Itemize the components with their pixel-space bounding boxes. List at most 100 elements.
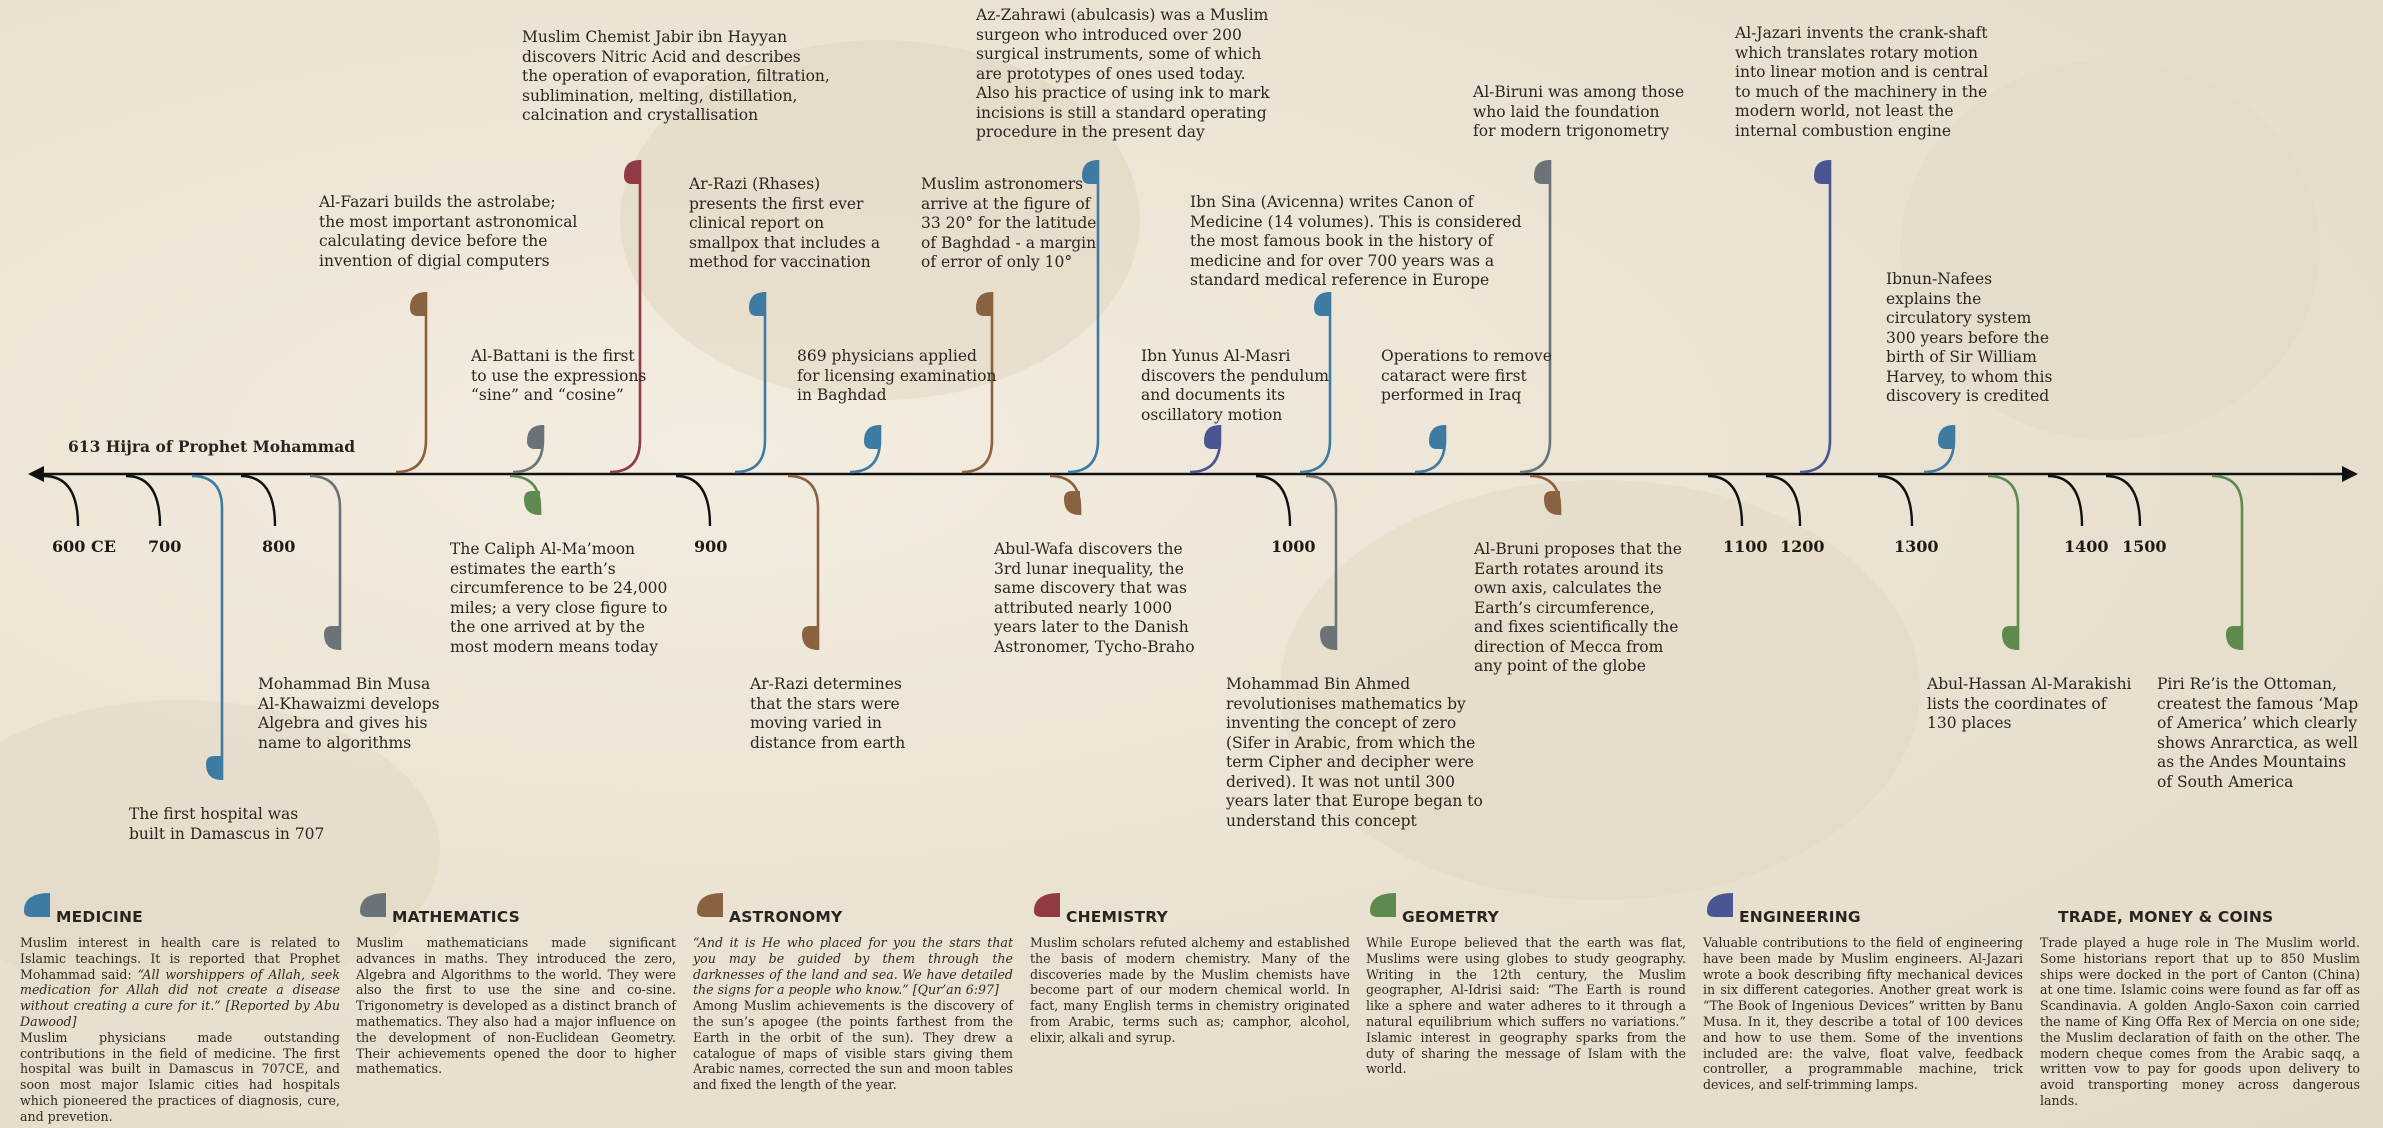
event-line: in Baghdad: [797, 386, 887, 404]
parchment-texture: [1280, 480, 1920, 900]
arrow-left-icon: [28, 466, 44, 482]
event-tab-icon: [802, 626, 818, 650]
year-label: 1100: [1723, 537, 1768, 556]
category-tab-shape: [1034, 893, 1060, 917]
event-tab-icon: [1064, 491, 1080, 515]
event-connector: [395, 292, 428, 474]
event-line: inventing the concept of zero: [1226, 714, 1457, 732]
paragraph-text: Trade played a huge role in The Muslim w…: [2040, 935, 2360, 1108]
event-line: are prototypes of ones used today.: [976, 64, 1246, 83]
event-line: The Caliph Al-Ma’moon: [450, 540, 636, 558]
category-panel-astronomy: ASTRONOMY“And it is He who placed for yo…: [693, 885, 1013, 1093]
event-line: Earth rotates around its: [1474, 559, 1664, 578]
event-line: Operations to remove: [1381, 347, 1552, 365]
event-line: who laid the foundation: [1473, 102, 1660, 121]
event-line: Earth’s circumference,: [1474, 598, 1655, 617]
event-line: attributed nearly 1000: [994, 598, 1173, 617]
event-line: 869 physicians applied: [797, 347, 977, 365]
event-line: createst the famous ‘Map: [2157, 694, 2359, 713]
event-line: Al-Biruni was among those: [1473, 83, 1685, 101]
event-line: “sine” and “cosine”: [471, 386, 624, 404]
event-line: presents the first ever: [689, 194, 864, 213]
event-line: method for vaccination: [689, 253, 871, 271]
event-line: Also his practice of using ink to mark: [976, 84, 1270, 102]
event-line: understand this concept: [1226, 811, 1417, 830]
event-line: and fixes scientifically the: [1474, 618, 1679, 636]
century-marker: [1877, 474, 1914, 527]
event-line: (Sifer in Arabic, from which the: [1226, 733, 1476, 752]
category-title: CHEMISTRY: [1066, 908, 1168, 926]
event-line: calculating device before the: [319, 232, 548, 250]
event-line: and documents its: [1141, 386, 1286, 404]
event-line: calcination and crystallisation: [522, 106, 759, 124]
event-note: Piri Re’is the Ottoman,createst the famo…: [2157, 675, 2358, 792]
event-line: that the stars were: [750, 694, 900, 713]
event-line: Medicine (14 volumes). This is considere…: [1190, 212, 1522, 231]
event-line: years later to the Danish: [994, 618, 1189, 636]
event-line: Abul-Wafa discovers the: [994, 540, 1183, 558]
event-line: to use the expressions: [471, 366, 647, 385]
event-line: name to algorithms: [258, 733, 412, 752]
event-line: moving varied in: [750, 714, 882, 732]
event-line: modern world, not least the: [1735, 102, 1954, 120]
event-connector: [191, 474, 224, 780]
event-line: Mohammad Bin Musa: [258, 675, 431, 693]
century-marker: [43, 474, 80, 527]
event-line: to much of the machinery in the: [1735, 82, 1988, 101]
event-line: clinical report on: [689, 214, 825, 232]
event-line: most modern means today: [450, 637, 659, 656]
category-paragraph: Among Muslim achievements is the discove…: [693, 998, 1013, 1093]
category-header: CHEMISTRY: [1030, 885, 1350, 926]
category-description: Muslim scholars refuted alchemy and esta…: [1030, 935, 1350, 1046]
event-tab-icon: [864, 425, 880, 449]
event-tab-icon: [1534, 160, 1550, 184]
category-description: Valuable contributions to the field of e…: [1703, 935, 2023, 1093]
event-connector: [787, 474, 820, 650]
event-line: Astronomer, Tycho-Braho: [994, 637, 1195, 656]
event-line: shows Anrarctica, as well: [2157, 733, 2358, 752]
event-line: same discovery that was: [994, 579, 1187, 597]
category-header: ASTRONOMY: [693, 885, 1013, 926]
category-header: MEDICINE: [20, 885, 340, 926]
event-line: revolutionises mathematics by: [1226, 694, 1466, 713]
event-line: invention of digial computers: [319, 251, 550, 270]
event-line: 33 20° for the latitude: [921, 214, 1097, 232]
event-line: into linear motion and is central: [1735, 63, 1989, 81]
event-tab-icon: [527, 425, 543, 449]
event-line: built in Damascus in 707: [129, 824, 325, 843]
event-tab-icon: [2226, 626, 2242, 650]
event-connector: [309, 474, 342, 650]
event-line: Ar-Razi (Rhases): [689, 175, 821, 193]
paragraph-text: Among Muslim achievements is the discove…: [693, 998, 1013, 1093]
category-header: TRADE, MONEY & COINS: [2040, 885, 2360, 926]
category-tab-icon: [1707, 893, 1733, 917]
event-line: Al-Fazari builds the astrolabe;: [319, 193, 556, 211]
event-tab-icon: [2002, 626, 2018, 650]
event-tab-icon: [976, 292, 992, 316]
event-tab-icon: [749, 292, 765, 316]
century-marker: [675, 474, 712, 527]
timeline-start-label: 613 Hijra of Prophet Mohammad: [68, 437, 356, 456]
event-line: discovery is credited: [1886, 387, 2050, 405]
event-line: discovers Nitric Acid and describes: [522, 47, 801, 66]
event-connector: [2211, 474, 2244, 650]
year-label: 1500: [2122, 537, 2167, 556]
event-connector: [1299, 292, 1332, 474]
event-tab-icon: [1082, 160, 1098, 184]
category-paragraph: Muslim mathematicians made significant a…: [356, 935, 676, 1077]
event-line: circulatory system: [1886, 309, 2032, 327]
paragraph-text: Muslim mathematicians made significant a…: [356, 935, 676, 1077]
century-marker: [2047, 474, 2084, 527]
event-line: The first hospital was: [129, 805, 299, 823]
